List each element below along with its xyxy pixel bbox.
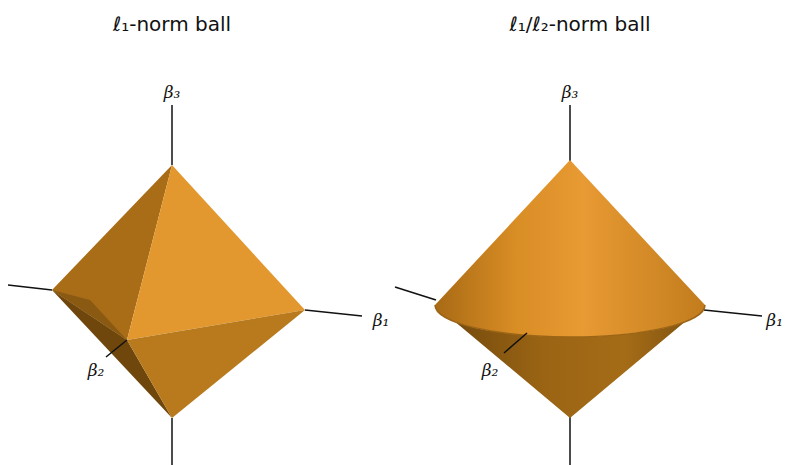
octahedron — [8, 105, 362, 465]
axis-label: β₁ — [766, 310, 783, 330]
axis-line — [8, 285, 52, 290]
axis-line — [171, 418, 173, 465]
axis-line — [305, 310, 362, 316]
axis-line — [106, 340, 127, 357]
panel-title: ℓ₁-norm ball — [113, 12, 231, 36]
axis-line — [171, 105, 173, 165]
face — [127, 310, 305, 418]
axis-line — [704, 310, 762, 316]
axis-label: β₂ — [482, 360, 499, 380]
cone-rim — [435, 305, 705, 337]
axis-label: β₁ — [373, 310, 390, 330]
face — [127, 165, 305, 340]
axis-label: β₃ — [562, 82, 579, 102]
panel-title: ℓ₁/ℓ₂-norm ball — [509, 12, 650, 36]
axis-line — [569, 105, 571, 162]
face — [52, 290, 127, 340]
axis-line — [504, 333, 527, 353]
axis-lines — [395, 105, 762, 465]
upper-cone — [435, 160, 705, 337]
axis-line — [569, 416, 571, 465]
octahedron-faces — [52, 165, 305, 418]
axis-label: β₂ — [88, 360, 105, 380]
axis-label: β₃ — [164, 82, 181, 102]
axis-line — [395, 287, 436, 300]
